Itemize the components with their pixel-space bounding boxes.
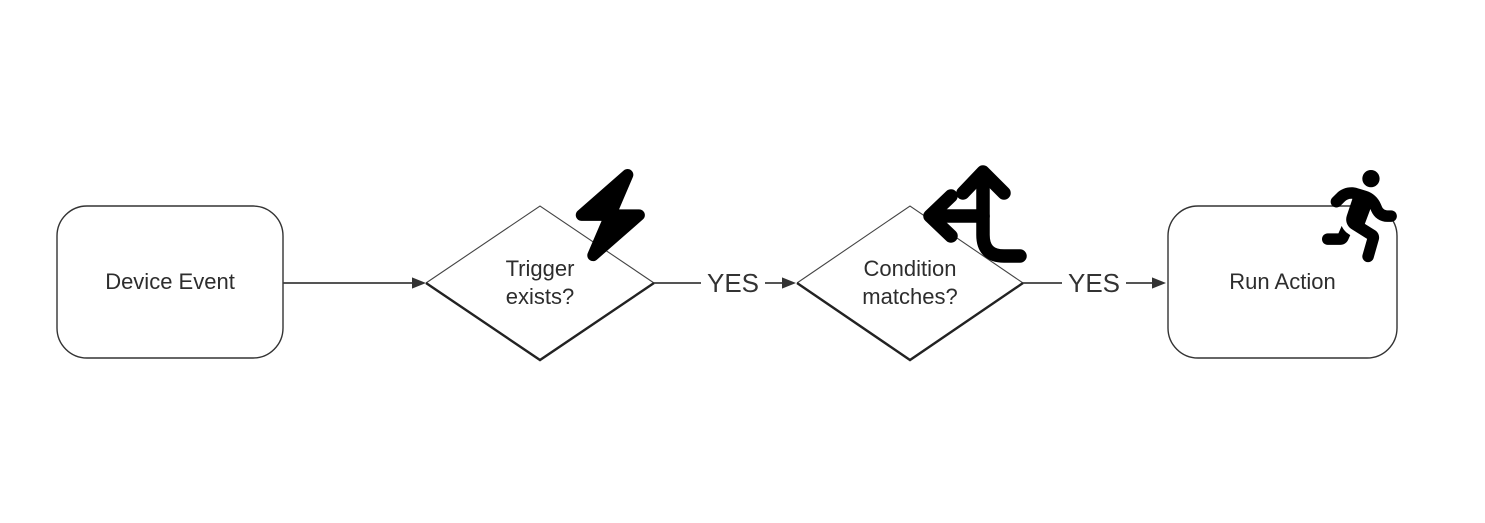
arrows-split-up-and-left-icon — [923, 165, 1027, 263]
node-device-event-shape — [56, 205, 284, 359]
node-trigger-exists-top-edges — [425, 205, 655, 284]
lightning-bolt-icon — [575, 168, 645, 262]
arrowhead-icon — [782, 277, 796, 289]
node-condition-matches-top-edges — [796, 205, 1024, 284]
node-trigger-exists-bottom-edges — [425, 282, 655, 362]
arrowhead-icon — [412, 277, 426, 289]
node-condition-matches-bottom-edges — [796, 282, 1024, 362]
arrowhead-icon — [1152, 277, 1166, 289]
person-running-icon — [1322, 170, 1397, 263]
